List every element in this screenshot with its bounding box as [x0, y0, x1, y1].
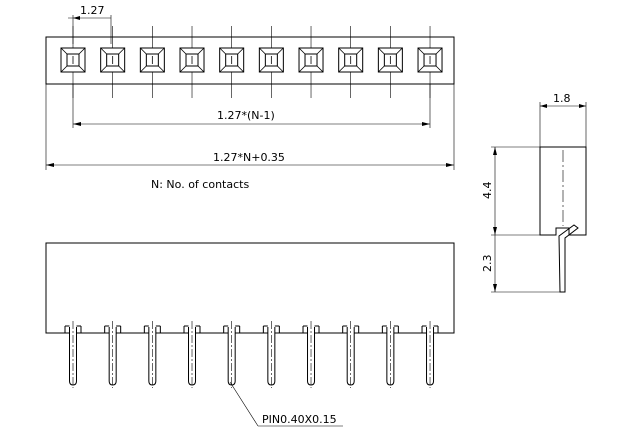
overall-length-dimension: 1.27*N+0.35 [45, 84, 455, 170]
body-height-label: 4.4 [481, 182, 494, 200]
contacts-note: N: No. of contacts [151, 178, 249, 191]
pin [342, 321, 360, 388]
pitch-label: 1.27 [80, 4, 105, 17]
pin-callout-label: PIN0.40X0.15 [262, 413, 337, 426]
pin [381, 321, 399, 388]
contact-square [417, 26, 443, 98]
contact-square [60, 26, 86, 98]
contact-square [377, 26, 403, 98]
pin [223, 321, 241, 388]
top-view-body [45, 36, 455, 85]
inner-span-label: 1.27*(N-1) [217, 109, 275, 122]
side-view: 1.8 4.4 2.3 [481, 92, 587, 293]
pin [64, 321, 82, 388]
front-view: PIN0.40X0.15 [45, 242, 455, 427]
body-height-dimension: 4.4 [481, 146, 540, 236]
pin [302, 321, 320, 388]
side-width-label: 1.8 [553, 92, 571, 105]
contact-square [338, 26, 364, 98]
pin [421, 321, 439, 388]
pin [262, 321, 280, 388]
pin-length-dimension: 2.3 [481, 235, 560, 293]
pin-length-label: 2.3 [481, 255, 494, 273]
side-view-body [539, 146, 587, 236]
contact-square [179, 26, 205, 98]
overall-length-label: 1.27*N+0.35 [213, 151, 285, 164]
pin-callout: PIN0.40X0.15 [229, 381, 343, 427]
front-view-body [45, 242, 455, 334]
pin [183, 321, 201, 388]
top-view-contacts [60, 26, 443, 98]
contact-square [139, 26, 165, 98]
front-view-pins [64, 321, 439, 388]
contact-square [100, 26, 126, 98]
contact-square [298, 26, 324, 98]
pin [104, 321, 122, 388]
side-width-dimension: 1.8 [539, 92, 587, 147]
pitch-dimension: 1.27 [68, 4, 112, 44]
pin [143, 321, 161, 388]
contact-square [258, 26, 284, 98]
top-view: 1.27 1.27*(N-1) 1.27*N+0.35 N: No. of co… [45, 4, 455, 191]
contact-square [219, 26, 245, 98]
inner-span-dimension: 1.27*(N-1) [72, 84, 431, 128]
